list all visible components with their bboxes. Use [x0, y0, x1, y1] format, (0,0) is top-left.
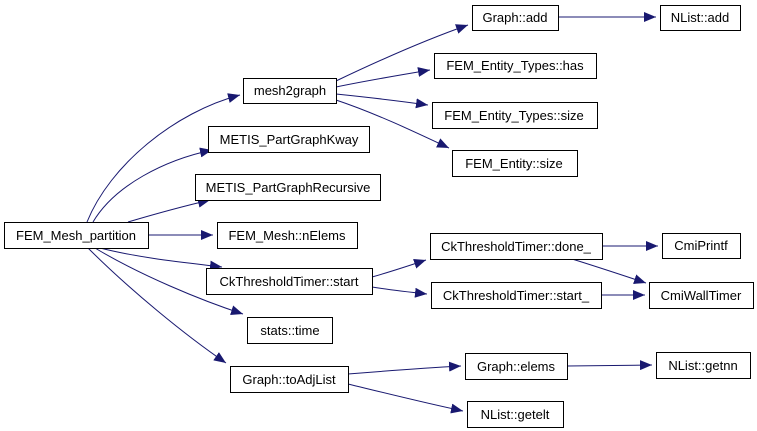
node-metis-partgraphkway-box[interactable] [208, 126, 370, 153]
node-stats-time[interactable]: stats::time [247, 317, 333, 344]
node-graph-add[interactable]: Graph::add [472, 5, 559, 31]
edge-mesh2graph-to-graph-add [335, 24, 469, 82]
edge-partition-to-graph-toadjlist [87, 247, 227, 364]
edge-mesh2graph-to-fem-entity-types-has [335, 67, 431, 88]
node-metis-partgraphrecursive-label: METIS_PartGraphRecursive [206, 180, 371, 195]
edge-toadjlist-to-nlist-getelt [347, 383, 464, 414]
node-fem-entity-size-box[interactable] [452, 150, 578, 177]
edge-mesh2graph-to-fem-entity-size [335, 99, 450, 149]
node-graph-add-label: Graph::add [482, 10, 547, 25]
node-fem-entity-types-has[interactable]: FEM_Entity_Types::has [434, 53, 597, 79]
node-graph-toadjlist[interactable]: Graph::toAdjList [230, 366, 349, 393]
node-fem-mesh-partition-box[interactable] [4, 222, 149, 249]
node-ckthresholdtimer-done-box[interactable] [430, 233, 603, 260]
edge-partition-to-ckthresholdtimer-start [99, 247, 223, 271]
edge-toadjlist-to-graph-elems [347, 361, 462, 375]
edge-partition-to-mesh2graph [86, 93, 241, 223]
node-metis-partgraphrecursive-box[interactable] [195, 174, 381, 201]
node-nlist-getelt[interactable]: NList::getelt [467, 401, 564, 428]
node-fem-mesh-nelems-label: FEM_Mesh::nElems [228, 228, 346, 243]
node-metis-partgraphkway-label: METIS_PartGraphKway [220, 132, 359, 147]
node-nlist-add[interactable]: NList::add [660, 5, 741, 31]
node-cmiwalltimer[interactable]: CmiWallTimer [649, 282, 754, 309]
node-nlist-getnn-box[interactable] [656, 352, 751, 379]
edges-layer [86, 12, 658, 414]
edge-mesh2graph-to-fem-entity-types-size [335, 93, 429, 109]
node-mesh2graph-label: mesh2graph [254, 83, 326, 98]
node-ckthresholdtimer-start-label: CkThresholdTimer::start [220, 274, 359, 289]
node-nlist-getelt-label: NList::getelt [481, 407, 550, 422]
node-cmiprintf[interactable]: CmiPrintf [662, 233, 741, 259]
edge-partition-to-metis-partgraphkway [92, 147, 213, 223]
node-mesh2graph-box[interactable] [243, 78, 337, 104]
node-nlist-add-label: NList::add [671, 10, 730, 25]
node-metis-partgraphrecursive[interactable]: METIS_PartGraphRecursive [195, 174, 381, 201]
node-fem-entity-types-size-box[interactable] [432, 102, 598, 129]
node-cmiprintf-box[interactable] [662, 233, 741, 259]
node-fem-entity-types-size-label: FEM_Entity_Types::size [444, 108, 583, 123]
node-metis-partgraphkway[interactable]: METIS_PartGraphKway [208, 126, 370, 153]
node-fem-entity-types-has-label: FEM_Entity_Types::has [446, 58, 584, 73]
node-nlist-add-box[interactable] [660, 5, 741, 31]
node-ckthresholdtimer-start2-box[interactable] [431, 282, 602, 309]
node-ckthresholdtimer-done[interactable]: CkThresholdTimer::done_ [430, 233, 603, 260]
node-nlist-getnn[interactable]: NList::getnn [656, 352, 751, 379]
node-ckthresholdtimer-start2-label: CkThresholdTimer::start_ [443, 288, 590, 303]
node-stats-time-label: stats::time [260, 323, 319, 338]
node-fem-entity-types-has-box[interactable] [434, 53, 597, 79]
node-graph-elems-box[interactable] [465, 353, 568, 380]
node-graph-elems[interactable]: Graph::elems [465, 353, 568, 380]
node-fem-mesh-nelems-box[interactable] [217, 222, 358, 249]
node-graph-add-box[interactable] [472, 5, 559, 31]
node-fem-mesh-partition[interactable]: FEM_Mesh_partition [4, 222, 149, 249]
node-fem-entity-size[interactable]: FEM_Entity::size [452, 150, 578, 177]
node-nlist-getnn-label: NList::getnn [668, 358, 737, 373]
node-ckthresholdtimer-start-box[interactable] [206, 268, 373, 295]
node-graph-elems-label: Graph::elems [477, 359, 556, 374]
node-cmiwalltimer-label: CmiWallTimer [661, 288, 742, 303]
node-ckthresholdtimer-done-label: CkThresholdTimer::done_ [441, 239, 592, 254]
node-ckthresholdtimer-start[interactable]: CkThresholdTimer::start [206, 268, 373, 295]
node-ckthresholdtimer-start2[interactable]: CkThresholdTimer::start_ [431, 282, 602, 309]
node-fem-entity-size-label: FEM_Entity::size [465, 156, 563, 171]
edge-partition-to-stats-time [94, 247, 244, 316]
node-fem-mesh-partition-label: FEM_Mesh_partition [16, 228, 136, 243]
node-cmiwalltimer-box[interactable] [649, 282, 754, 309]
node-graph-toadjlist-label: Graph::toAdjList [242, 372, 336, 387]
edge-done-to-cmiwalltimer [571, 258, 647, 284]
node-graph-toadjlist-box[interactable] [230, 366, 349, 393]
node-nlist-getelt-box[interactable] [467, 401, 564, 428]
edge-ckthresholdtimer-start-to-start2 [371, 286, 428, 298]
node-fem-entity-types-size[interactable]: FEM_Entity_Types::size [432, 102, 598, 129]
edge-ckthresholdtimer-start-to-done [371, 259, 427, 278]
node-fem-mesh-nelems[interactable]: FEM_Mesh::nElems [217, 222, 358, 249]
edge-graph-elems-to-nlist-getnn [566, 360, 653, 371]
node-mesh2graph[interactable]: mesh2graph [243, 78, 337, 104]
node-cmiprintf-label: CmiPrintf [674, 238, 728, 253]
node-stats-time-box[interactable] [247, 317, 333, 344]
edge-partition-to-metis-partgraphrecursive [127, 197, 211, 223]
